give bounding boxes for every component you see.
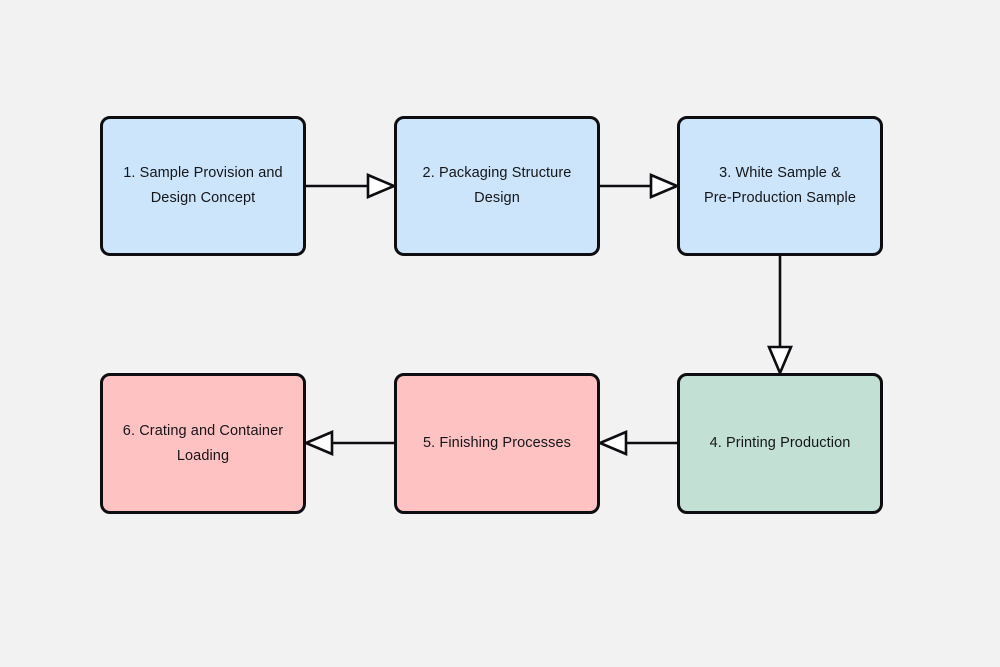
edge-step4-to-step5 <box>596 430 677 456</box>
node-step4[interactable]: 4. Printing Production <box>677 373 883 514</box>
node-step4-label: 4. Printing Production <box>709 435 851 451</box>
edge-step3-to-step4 <box>767 256 793 377</box>
edge-step2-to-step3 <box>600 173 681 199</box>
node-step6[interactable]: 6. Crating and Container Loading <box>100 373 306 514</box>
node-step1-label: 1. Sample Provision and Design Concept <box>123 165 283 206</box>
node-step3-label: 3. White Sample & Pre-Production Sample <box>703 165 856 206</box>
node-step5-label: 5. Finishing Processes <box>422 435 572 451</box>
node-step3[interactable]: 3. White Sample & Pre-Production Sample <box>677 116 883 256</box>
node-step2[interactable]: 2. Packaging Structure Design <box>394 116 600 256</box>
edge-step5-to-step6 <box>302 430 394 456</box>
node-step5[interactable]: 5. Finishing Processes <box>394 373 600 514</box>
node-step6-label: 6. Crating and Container Loading <box>122 422 284 464</box>
node-step1[interactable]: 1. Sample Provision and Design Concept <box>100 116 306 256</box>
edge-step1-to-step2 <box>306 173 398 199</box>
node-step2-label: 2. Packaging Structure Design <box>422 165 572 206</box>
